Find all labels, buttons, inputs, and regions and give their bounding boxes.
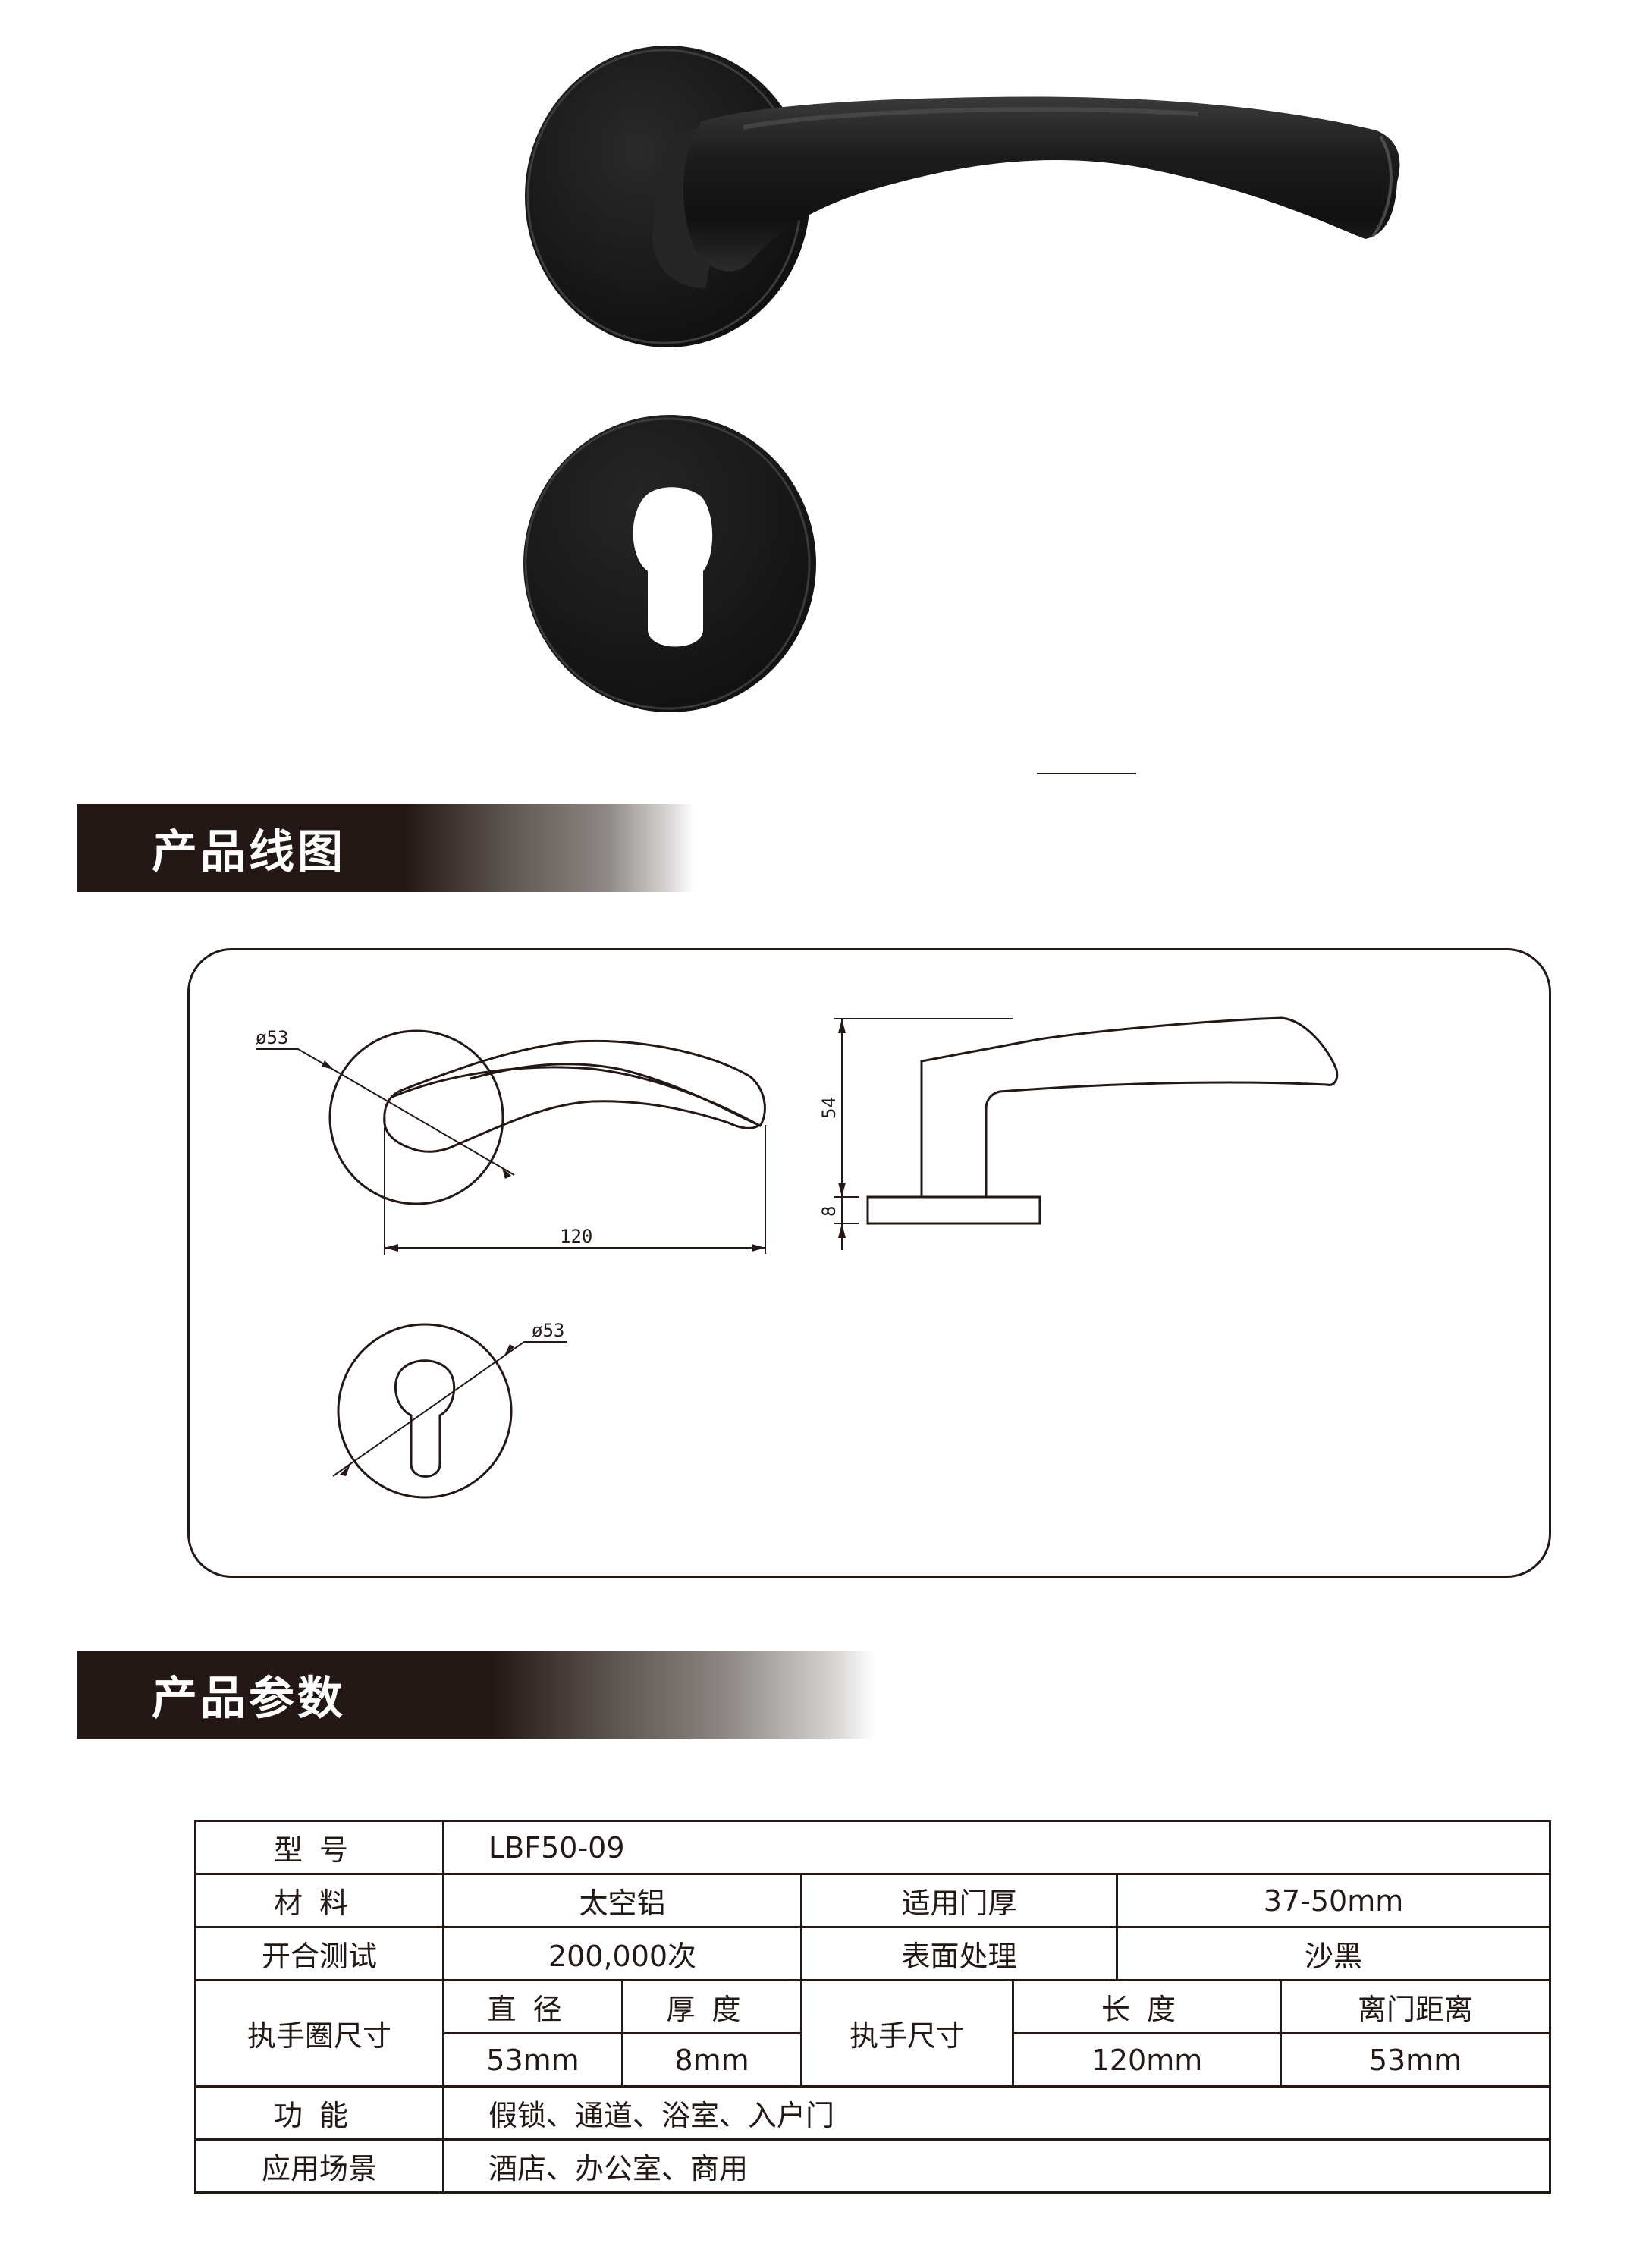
material-value: 太空铝 [442, 1873, 802, 1928]
surface-value: 沙黑 [1115, 1926, 1552, 1981]
material-label: 材料 [194, 1873, 444, 1928]
table-row-material: 材料 太空铝 适用门厚 37-50mm [194, 1873, 1552, 1928]
cycle-test-label: 开合测试 [194, 1926, 444, 1981]
rose-thickness-header: 厚度 [621, 1979, 802, 2034]
section-title-parameters: 产品参数 [152, 1672, 346, 1726]
section-banner-parameters: 产品参数 [77, 1651, 875, 1739]
cycle-test-value: 200,000次 [442, 1926, 802, 1981]
spec-table: 型号 LBF50-09 材料 太空铝 适用门厚 37-50mm 开合测试 200… [194, 1820, 1552, 2194]
surface-label: 表面处理 [800, 1926, 1118, 1981]
rose-diameter-header: 直径 [442, 1979, 623, 2034]
application-label: 应用场景 [194, 2138, 444, 2194]
rose-size-label: 执手圈尺寸 [194, 1979, 444, 2088]
model-value: LBF50-09 [441, 1820, 1552, 1875]
model-label: 型号 [194, 1820, 444, 1875]
door-thickness-label: 适用门厚 [800, 1873, 1118, 1928]
table-row-function: 功能 假锁、通道、浴室、入户门 [194, 2085, 1552, 2141]
table-row-size-headers: 执手圈尺寸 直径 厚度 执手尺寸 长度 离门距离 [194, 1979, 1552, 2088]
escutcheon-photo [516, 410, 834, 721]
line-drawing-panel [187, 948, 1551, 1578]
door-distance-value: 53mm [1279, 2032, 1552, 2088]
lever-handle-photo [516, 38, 1426, 364]
table-row-cycle-test: 开合测试 200,000次 表面处理 沙黑 [194, 1926, 1552, 1981]
function-value: 假锁、通道、浴室、入户门 [441, 2085, 1552, 2141]
application-value: 酒店、办公室、商用 [441, 2138, 1552, 2194]
keyhole-cutout [633, 487, 713, 647]
escutcheon-image [523, 415, 816, 712]
lever-handle-image [525, 46, 1400, 347]
rose-diameter-value: 53mm [442, 2032, 623, 2088]
door-distance-header: 离门距离 [1279, 1979, 1552, 2034]
table-row-size-values: 53mm 8mm 120mm 53mm [196, 2032, 1552, 2088]
decorative-rule [1037, 773, 1136, 774]
door-thickness-value: 37-50mm [1115, 1873, 1552, 1928]
section-title-line-drawing: 产品线图 [152, 825, 346, 879]
table-row-model: 型号 LBF50-09 [194, 1820, 1552, 1875]
handle-length-header: 长度 [1012, 1979, 1282, 2034]
handle-length-value: 120mm [1012, 2032, 1282, 2088]
table-row-application: 应用场景 酒店、办公室、商用 [194, 2138, 1552, 2194]
function-label: 功能 [194, 2085, 444, 2141]
handle-size-label: 执手尺寸 [800, 1979, 1014, 2088]
rose-thickness-value: 8mm [621, 2032, 802, 2088]
section-banner-line-drawing: 产品线图 [77, 804, 693, 892]
